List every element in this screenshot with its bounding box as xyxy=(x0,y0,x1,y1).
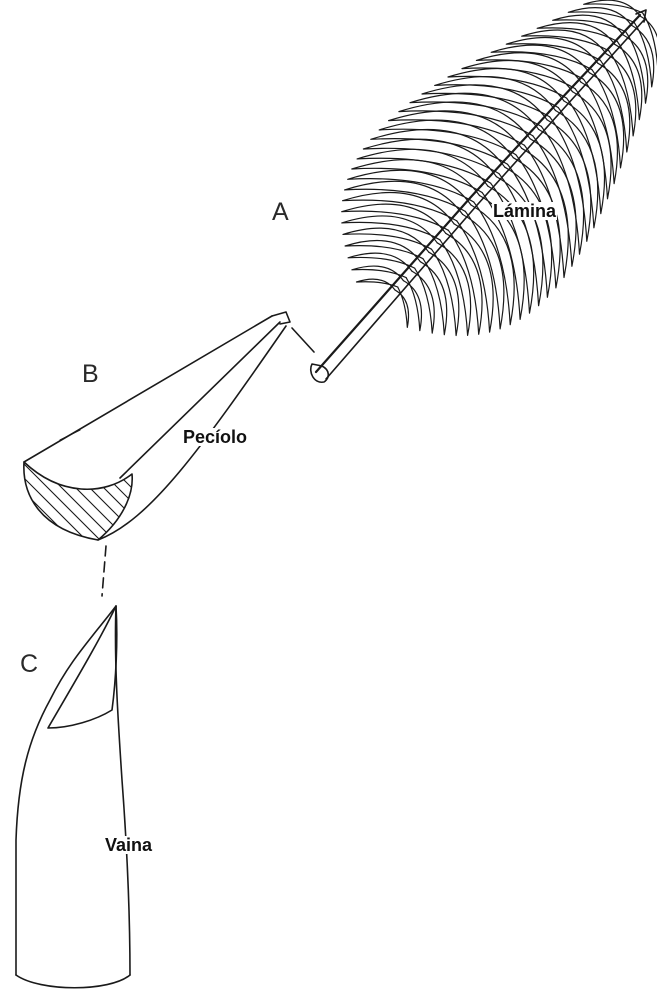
leaflet xyxy=(352,160,482,196)
connector-b-c xyxy=(102,546,106,596)
leaflet xyxy=(343,193,457,224)
leaflet xyxy=(357,149,491,186)
sheath-opening xyxy=(48,606,117,728)
label-b-letter: B xyxy=(82,362,99,387)
label-a-letter: A xyxy=(272,200,289,225)
lamina-blade xyxy=(311,0,657,382)
leaflet xyxy=(513,155,560,288)
petiole-tip xyxy=(272,312,290,324)
leaflet xyxy=(522,30,609,54)
leaflet xyxy=(454,221,493,332)
label-c-letter: C xyxy=(20,652,38,677)
leaflet xyxy=(343,228,432,252)
leaflet xyxy=(598,60,630,152)
leaflet xyxy=(505,164,552,297)
sheath-right-edge xyxy=(115,606,130,975)
leaflet xyxy=(446,230,482,334)
petiole-groove xyxy=(120,322,280,478)
cross-section-hatching xyxy=(0,410,210,562)
leaflet xyxy=(395,287,409,327)
label-vaina: Vaina xyxy=(104,836,153,854)
connector-a-b xyxy=(292,328,314,352)
leaflet xyxy=(539,126,584,254)
leaflet xyxy=(606,51,636,136)
sheath-base xyxy=(16,975,130,988)
label-lamina: Lámina xyxy=(492,202,557,220)
petiole-gap-mark xyxy=(60,430,80,440)
leaflets xyxy=(342,0,657,335)
label-peciolo: Pecíolo xyxy=(182,428,248,446)
petiole-cross-section xyxy=(24,462,132,540)
leaflet xyxy=(589,70,623,168)
leaflet xyxy=(345,181,466,214)
leaflet xyxy=(537,23,617,45)
leaflet xyxy=(357,279,398,290)
